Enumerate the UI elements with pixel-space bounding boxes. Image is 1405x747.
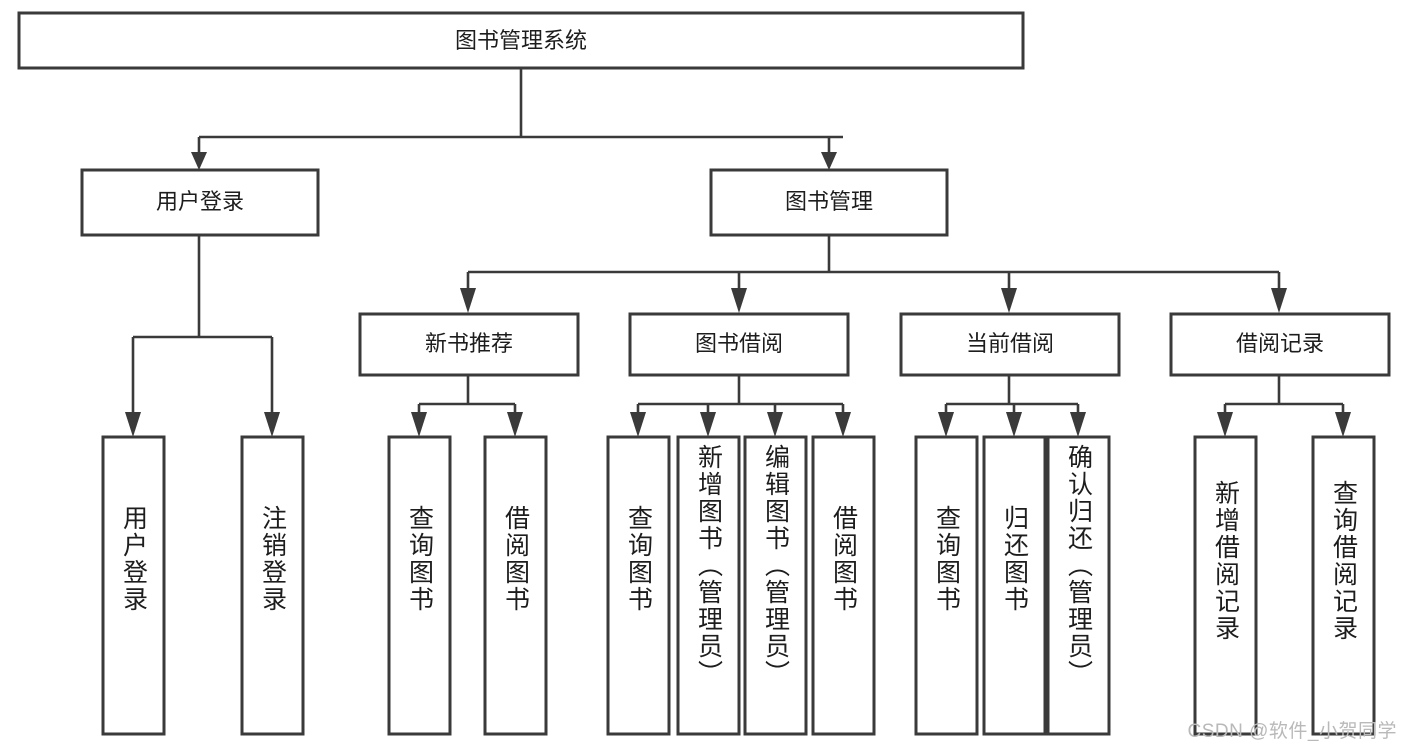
arrow-head-cb-leaf3 (1070, 412, 1086, 437)
node-box-user-login[interactable] (80, 168, 320, 237)
node-box-book-borrow[interactable] (628, 312, 850, 377)
leaf-label-return-book: 归还图书 (1000, 505, 1029, 613)
leaf-label-query-book-1: 查询图书 (405, 505, 434, 613)
leaf-label-query-book-2: 查询图书 (624, 505, 653, 613)
node-layer: 图书管理系统 用户登录 图书管理 新书推荐 图书借阅 当前借阅 借阅记录 (17, 11, 1391, 736)
node-label-new-book-recommend: 新书推荐 (425, 331, 513, 356)
leaf-label-edit-book-admin: 编辑图书（管理员） (761, 444, 790, 687)
arrow-head-borrowrecord (1271, 288, 1287, 313)
arrow-head-bookmgmt (821, 152, 837, 170)
node-label-user-login: 用户登录 (156, 189, 244, 214)
node-box-leaf-confirm-return-admin[interactable] (1046, 435, 1111, 736)
leaf-label-query-borrow-record: 查询借阅记录 (1329, 480, 1358, 642)
node-box-leaf-query-book-3[interactable] (914, 435, 979, 736)
arrow-head-currentborrow (1001, 288, 1017, 313)
node-box-leaf-query-book-1[interactable] (387, 435, 452, 736)
node-box-current-borrow[interactable] (899, 312, 1121, 377)
node-label-book-management: 图书管理 (785, 189, 873, 214)
node-label-book-borrow: 图书借阅 (695, 331, 783, 356)
node-box-leaf-add-book-admin[interactable] (676, 435, 741, 736)
arrow-head-bb-leaf4 (835, 412, 851, 437)
node-box-book-management[interactable] (709, 168, 949, 237)
arrow-head-newbook (460, 288, 476, 313)
arrow-head-bb-leaf1 (630, 412, 646, 437)
connector-layer (125, 68, 1351, 437)
arrow-head-leaf-logout (264, 412, 280, 437)
leaf-label-user-login: 用户登录 (119, 505, 148, 613)
node-box-new-book-recommend[interactable] (358, 312, 580, 377)
node-box-leaf-borrow-book-1[interactable] (483, 435, 548, 736)
arrow-head-cb-leaf2 (1006, 412, 1022, 437)
leaf-label-add-borrow-record: 新增借阅记录 (1211, 480, 1240, 642)
leaf-label-confirm-return-admin: 确认归还（管理员） (1064, 444, 1093, 687)
node-box-root[interactable] (17, 11, 1025, 70)
node-label-borrow-record: 借阅记录 (1236, 331, 1324, 356)
arrow-head-br-leaf1 (1217, 412, 1233, 437)
arrow-head-newbook-leaf2 (507, 412, 523, 437)
arrow-head-bb-leaf3 (767, 412, 783, 437)
node-box-leaf-add-borrow-record[interactable] (1193, 435, 1258, 736)
node-box-leaf-return-book[interactable] (982, 435, 1047, 736)
arrow-head-userlogin (191, 152, 207, 170)
leaf-label-logout: 注销登录 (258, 505, 287, 613)
node-box-leaf-query-borrow-record[interactable] (1311, 435, 1376, 736)
arrow-head-bookborrow (731, 288, 747, 313)
watermark-text: CSDN @软件_小贺同学 (1187, 721, 1397, 742)
node-box-leaf-borrow-book-2[interactable] (811, 435, 876, 736)
node-label-current-borrow: 当前借阅 (966, 331, 1054, 356)
node-label-root: 图书管理系统 (455, 28, 587, 53)
node-box-leaf-logout[interactable] (240, 435, 305, 736)
arrow-head-bb-leaf2 (700, 412, 716, 437)
arrow-head-leaf-user-login (125, 412, 141, 437)
arrow-head-br-leaf2 (1335, 412, 1351, 437)
arrow-head-cb-leaf1 (938, 412, 954, 437)
node-box-leaf-user-login[interactable] (101, 435, 166, 736)
node-box-borrow-record[interactable] (1169, 312, 1391, 377)
leaf-label-query-book-3: 查询图书 (932, 505, 961, 613)
arrow-head-newbook-leaf1 (411, 412, 427, 437)
leaf-label-add-book-admin: 新增图书（管理员） (694, 444, 723, 687)
node-box-leaf-edit-book-admin[interactable] (743, 435, 808, 736)
leaf-label-borrow-book-2: 借阅图书 (829, 505, 858, 613)
leaf-label-borrow-book-1: 借阅图书 (501, 505, 530, 613)
node-box-leaf-query-book-2[interactable] (606, 435, 671, 736)
